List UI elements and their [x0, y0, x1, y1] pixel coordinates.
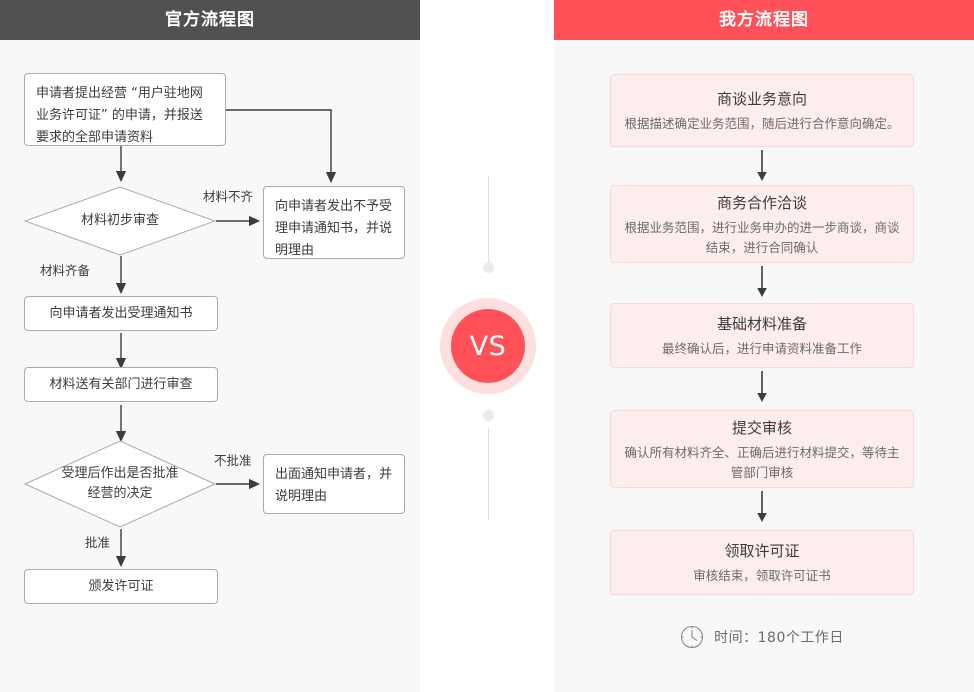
node-department-review: 材料送有关部门进行审查	[24, 367, 218, 402]
node-reject-acceptance-notice-label: 向申请者发出不予受理申请通知书，并说明理由	[275, 199, 393, 258]
step-card-2-title: 商务合作洽谈	[716, 193, 807, 212]
step-arrow-3	[755, 371, 769, 403]
step-card-4-desc: 确认所有材料齐全、正确后进行材料提交，等待主管部门审核	[624, 444, 900, 480]
step-arrow-2	[755, 266, 769, 298]
step-card-2-desc: 根据业务范围，进行业务申办的进一步商谈，商谈结束，进行合同确认	[624, 219, 900, 255]
node-acceptance-notice-label: 向申请者发出受理通知书	[49, 305, 193, 321]
vs-connector-dot-bottom	[483, 410, 494, 421]
time-summary-row: 时间：180个工作日	[610, 622, 914, 652]
step-card-2: 商务合作洽谈 根据业务范围，进行业务申办的进一步商谈，商谈结束，进行合同确认	[610, 185, 914, 263]
node-first-material-review-label: 材料初步审查	[80, 213, 159, 228]
step-card-3-desc: 最终确认后，进行申请资料准备工作	[661, 341, 862, 356]
node-department-review-label: 材料送有关部门进行审查	[49, 376, 193, 392]
step-card-3-title: 基础材料准备	[716, 315, 807, 333]
edge-label-materials-incomplete: 材料不齐	[203, 189, 254, 204]
edge-label-approved: 批准	[85, 535, 111, 550]
node-issue-license: 颁发许可证	[24, 569, 218, 604]
step-card-4-title: 提交审核	[731, 418, 792, 437]
node-acceptance-notice: 向申请者发出受理通知书	[24, 296, 218, 331]
step-card-1-title: 商谈业务意向	[716, 90, 807, 108]
node-approval-decision-label: 受理后作出是否批准经营的决定	[61, 466, 179, 501]
node-approval-decision: 受理后作出是否批准经营的决定	[24, 440, 216, 528]
step-card-5-desc: 审核结束，领取许可证书	[693, 568, 831, 583]
step-card-4: 提交审核 确认所有材料齐全、正确后进行材料提交，等待主管部门审核	[610, 410, 914, 488]
time-summary-label: 时间：180个工作日	[714, 630, 844, 646]
official-flow-header: 官方流程图	[0, 0, 420, 40]
clock-icon	[680, 625, 704, 649]
step-card-1: 商谈业务意向 根据描述确定业务范围，随后进行合作意向确定。	[610, 74, 914, 147]
vs-badge-label: VS	[451, 309, 525, 383]
step-arrow-4	[755, 491, 769, 523]
step-card-3: 基础材料准备 最终确认后，进行申请资料准备工作	[610, 303, 914, 368]
vs-connector-dot-top	[483, 262, 494, 273]
edge-label-materials-complete: 材料齐备	[40, 263, 91, 278]
vs-connector-line-bottom	[488, 428, 489, 520]
step-card-1-desc: 根据描述确定业务范围，随后进行合作意向确定。	[624, 116, 900, 131]
node-denial-notice-label: 出面通知申请者，并说明理由	[275, 467, 393, 504]
edge-label-not-approved: 不批准	[214, 453, 252, 468]
vs-connector-line-top	[488, 176, 489, 264]
node-issue-license-label: 颁发许可证	[88, 578, 154, 594]
step-arrow-1	[755, 150, 769, 182]
our-flow-header: 我方流程图	[554, 0, 974, 40]
node-first-material-review: 材料初步审查	[24, 186, 216, 256]
node-reject-acceptance-notice: 向申请者发出不予受理申请通知书，并说明理由	[263, 186, 405, 259]
node-apply-submission: 申请者提出经营 “用户驻地网业务许可证” 的申请，并报送要求的全部申请资料	[24, 73, 226, 146]
node-denial-notice: 出面通知申请者，并说明理由	[263, 454, 405, 514]
node-apply-submission-label: 申请者提出经营 “用户驻地网业务许可证” 的申请，并报送要求的全部申请资料	[36, 86, 203, 145]
vs-badge: VS	[440, 298, 536, 394]
step-card-5-title: 领取许可证	[724, 542, 800, 560]
step-card-5: 领取许可证 审核结束，领取许可证书	[610, 530, 914, 595]
